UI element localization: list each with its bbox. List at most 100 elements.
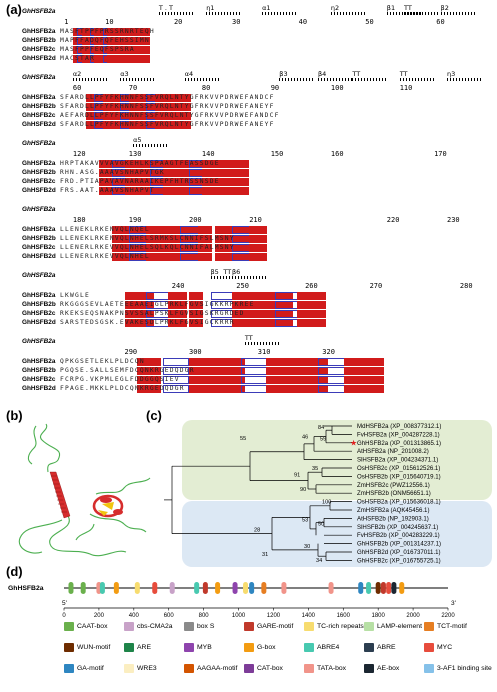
conserved-block xyxy=(197,253,212,261)
conserved-block xyxy=(266,358,301,366)
cis-element-mark xyxy=(169,582,175,594)
residue-text: MAPFFADQFQFEHSSIMN xyxy=(60,37,150,44)
secondary-structure-label: α3 xyxy=(120,70,129,78)
gene-name: GhHSFB2a xyxy=(8,585,44,592)
ruler-number: 290 xyxy=(124,348,138,356)
helix-coil-glyph xyxy=(158,12,195,15)
secondary-structure-label: T . T xyxy=(158,4,174,12)
helix-coil-glyph xyxy=(440,12,477,15)
cis-element-mark xyxy=(366,582,372,594)
secondary-structure-label: TT xyxy=(352,70,361,78)
legend-label: WRE3 xyxy=(137,665,157,672)
conserved-block xyxy=(167,292,187,300)
legend-label: MYC xyxy=(437,644,453,651)
sequence-residues: MACSTAR xyxy=(60,55,490,63)
residue-text: FRD.PTIAPAVAVNARAAIKEPFHTRSSNSDE xyxy=(60,178,220,185)
residue-text: PGQSE.SALLSEMFDCQNKRGEDQDGR xyxy=(60,367,195,374)
tree-leaf-label: GhHSFB2b (XP_001314237.1) xyxy=(357,541,441,548)
sequence-name: GhHSFB2a xyxy=(22,160,56,167)
conserved-block xyxy=(343,385,384,393)
helix-coil-glyph xyxy=(352,78,389,81)
residue-text: LLENERLRKEVVQLNHEL xyxy=(60,253,150,260)
residue-text: MASFTPPFPRSSRNRTEQH xyxy=(60,28,155,35)
legend-swatch xyxy=(184,622,194,631)
alpha-helix xyxy=(49,471,71,519)
legend-item: cbs-CMA2a xyxy=(124,622,173,631)
axis-tick-label: 1200 xyxy=(267,613,281,618)
helix-coil-glyph xyxy=(133,144,170,147)
conserved-block xyxy=(189,358,217,366)
sequence-name: GhHSFB2d xyxy=(22,187,56,194)
three-prime-label: 3' xyxy=(451,600,456,607)
legend-item: MYB xyxy=(184,643,212,652)
conserved-block xyxy=(249,253,268,261)
ruler-number: 190 xyxy=(128,216,142,224)
legend-swatch xyxy=(424,643,434,652)
axis-tick-label: 1400 xyxy=(302,613,316,618)
helix-coil-glyph xyxy=(330,12,367,15)
conserved-block xyxy=(266,385,301,393)
beta-strand xyxy=(98,510,108,516)
sequence-name: GhHSFB2c xyxy=(22,376,56,383)
conserved-block xyxy=(107,46,133,54)
secondary-structure-track: TT xyxy=(60,334,490,348)
residue-text: MACSTAR xyxy=(60,55,95,62)
axis-tick-label: 2200 xyxy=(441,613,455,618)
conserved-block xyxy=(137,367,162,375)
axis-tick-label: 1000 xyxy=(232,613,246,618)
conserved-block xyxy=(111,226,146,234)
ruler-number: 320 xyxy=(322,348,335,356)
sequence-name: GhHSFB2a xyxy=(22,358,56,365)
sequence-name: GhHSFB2c xyxy=(22,178,56,185)
conserved-block xyxy=(253,292,293,300)
residue-text: FCRPG.VKPMLEGLFDDGGQSIEV xyxy=(60,376,180,383)
conserved-block xyxy=(343,358,384,366)
sequence-residues: SARSTEDSGSK.EVAKESDLPRKLFGVSIGCKRRR xyxy=(60,319,490,327)
tree-leaf-label: OsHSFB2a (XP_015636018.1) xyxy=(357,499,441,506)
legend-item: AAGAA-motif xyxy=(184,664,237,673)
residue-text: SFARDLLPFYFKHNNFSSFVRQLNTYGFRKVVPDRWEFAN… xyxy=(60,121,275,128)
sequence-name: GhHSFB2b xyxy=(22,37,56,44)
legend-item: LAMP-element xyxy=(364,622,422,631)
conserved-block xyxy=(296,319,326,327)
residue-text: SFARDLLPFYFKHNNFSSFVRQLNTYGFRKVVPDRWEFAN… xyxy=(60,103,275,110)
star-icon: ★ xyxy=(350,438,357,447)
ruler-number: 60 xyxy=(72,84,82,92)
conserved-block xyxy=(266,367,301,375)
legend-swatch xyxy=(184,664,194,673)
legend-swatch xyxy=(124,643,134,652)
cis-element-mark xyxy=(215,582,221,594)
sequence-name: GhHSFB2a xyxy=(22,94,56,101)
legend-label: AE-box xyxy=(377,665,400,672)
conserved-block xyxy=(98,187,138,195)
ruler-number: 240 xyxy=(171,282,185,290)
secondary-structure-label: β4 xyxy=(318,70,327,78)
secondary-structure-label: TT xyxy=(399,70,408,78)
legend-swatch xyxy=(244,664,254,673)
residue-text: LLENEKLRKENVQLNHELSRMKSLCNNIFSLMSNY xyxy=(60,235,235,242)
conserved-block xyxy=(201,187,249,195)
legend-item: AE-box xyxy=(364,664,399,673)
conserved-block xyxy=(137,178,160,186)
ruler-number: 270 xyxy=(369,282,383,290)
ruler-number: 140 xyxy=(201,150,215,158)
coil-strand xyxy=(75,523,95,541)
secondary-structure-label: β6 xyxy=(232,268,241,276)
cis-element-mark xyxy=(386,582,392,594)
helix-coil-glyph xyxy=(244,342,281,345)
legend-label: LAMP-element xyxy=(377,623,422,630)
ruler-number: 60 xyxy=(436,18,445,26)
tree-leaf-label: GhHSFB2a (XP_001313865.1) xyxy=(357,440,441,447)
conserved-block xyxy=(201,169,249,177)
secondary-structure-label: TT xyxy=(244,334,253,342)
legend-item: ABRE xyxy=(364,643,396,652)
